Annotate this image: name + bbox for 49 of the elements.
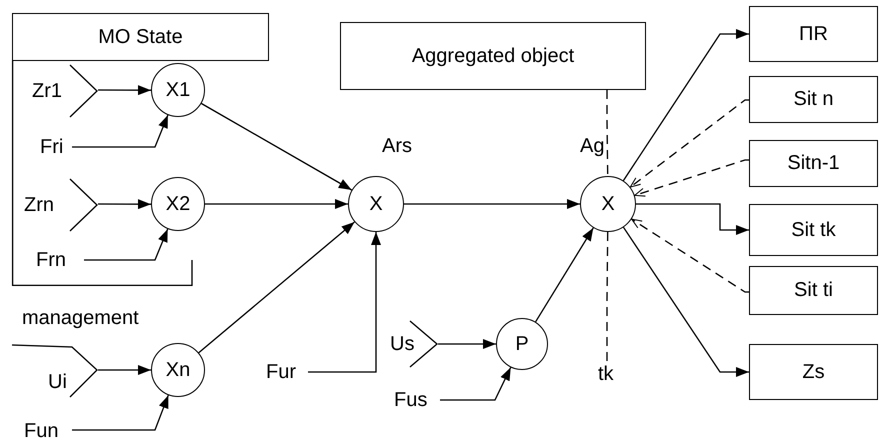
- arrow: [198, 222, 355, 354]
- dashed-line: [606, 90, 608, 176]
- arrow: [634, 159, 749, 197]
- process-box: Aggregated object: [340, 22, 646, 90]
- operator-circle: P: [496, 318, 548, 370]
- arrow: [636, 203, 749, 235]
- arrow: [535, 228, 594, 322]
- arrow: [622, 226, 749, 377]
- arrow: [201, 102, 352, 191]
- arrow: [98, 85, 151, 96]
- process-box: Zs: [749, 344, 878, 400]
- input-name: Fri: [40, 137, 64, 157]
- arrow: [72, 114, 168, 148]
- header-box: MO State: [12, 13, 269, 61]
- operator-circle: X: [348, 176, 404, 232]
- process-box: Sit tk: [749, 204, 878, 256]
- arrow: [440, 367, 512, 401]
- input-name: Frn: [36, 250, 66, 270]
- node-caption: Ars: [382, 136, 412, 156]
- arrow: [438, 339, 496, 349]
- arrow: [98, 365, 151, 375]
- operator-circle: Xn: [151, 343, 205, 397]
- input-name: Fun: [24, 421, 58, 441]
- input-name: Ui: [48, 372, 67, 392]
- operator-circle: X1: [151, 63, 205, 117]
- arrow: [205, 199, 348, 209]
- input-name: Us: [390, 334, 414, 354]
- arrow: [72, 394, 169, 431]
- arrow: [98, 199, 151, 210]
- arrow: [308, 232, 381, 373]
- process-box: Sit ti: [749, 266, 878, 315]
- process-box: Sit n: [749, 76, 878, 123]
- operator-circle: X: [580, 176, 636, 232]
- operator-circle: X2: [151, 177, 205, 231]
- process-box: Sitn-1: [749, 140, 878, 187]
- process-box: ΠR: [749, 6, 878, 62]
- arrow: [84, 228, 168, 261]
- note-label: management: [22, 308, 139, 328]
- input-name: Fus: [394, 390, 428, 410]
- input-name: Zrn: [24, 195, 54, 215]
- arrow: [404, 199, 580, 209]
- input-name: Fur: [266, 362, 296, 382]
- dashed-line: [606, 232, 608, 362]
- input-name: tk: [598, 364, 614, 384]
- arrow: [631, 218, 749, 293]
- arrow: [630, 99, 749, 188]
- input-name: Zr1: [32, 81, 62, 101]
- arrow: [622, 29, 749, 181]
- node-caption: Ag: [580, 136, 604, 156]
